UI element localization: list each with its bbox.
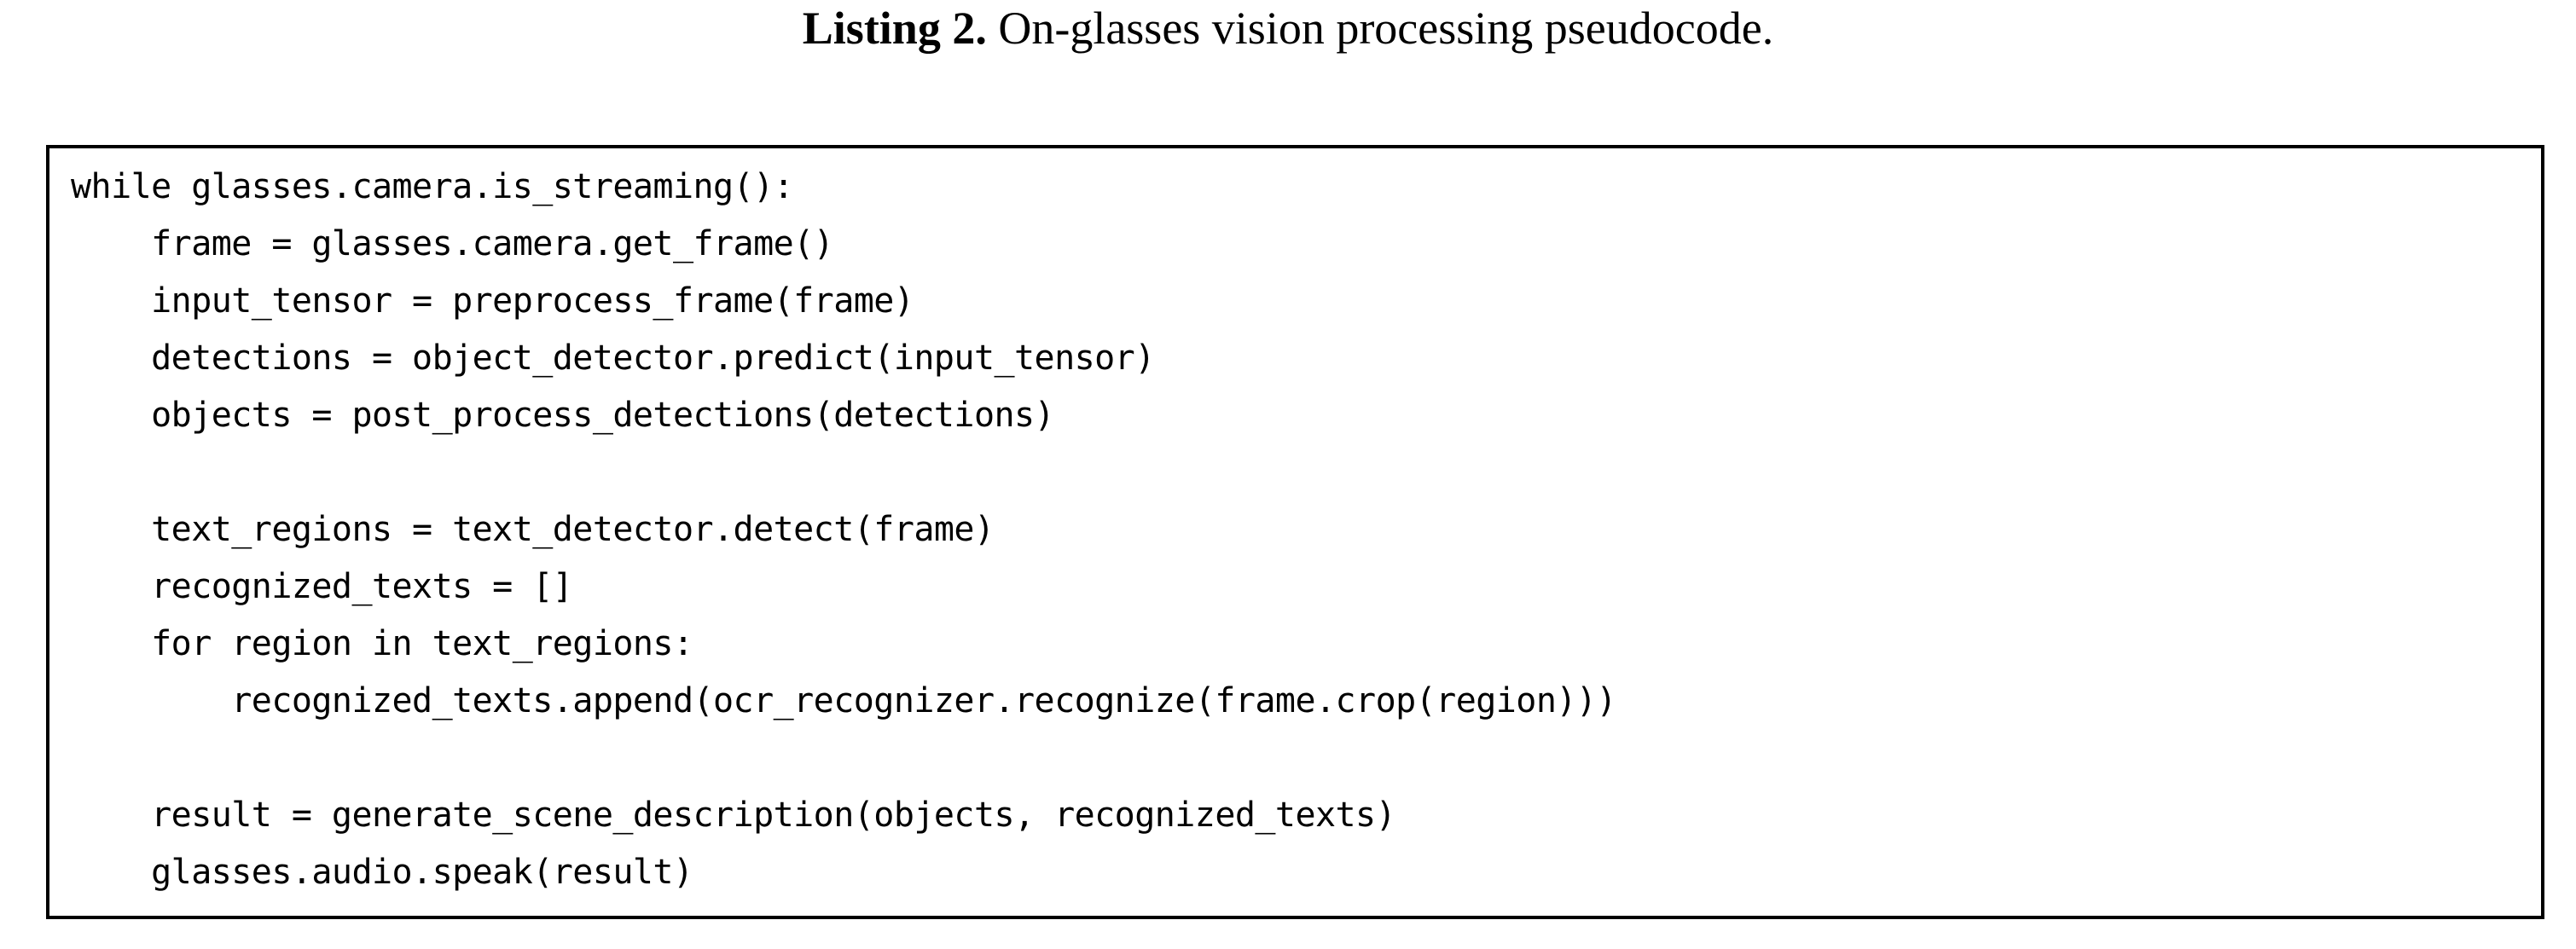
code-line: text_regions = text_detector.detect(fram…	[71, 510, 995, 549]
code-line: frame = glasses.camera.get_frame()	[71, 224, 834, 263]
code-line: recognized_texts = []	[71, 567, 573, 606]
code-line: objects = post_process_detections(detect…	[71, 396, 1055, 435]
code-line-blank	[71, 444, 1616, 501]
code-line: recognized_texts.append(ocr_recognizer.r…	[71, 681, 1616, 720]
code-line: glasses.audio.speak(result)	[71, 853, 693, 892]
code-line: while glasses.camera.is_streaming():	[71, 167, 794, 206]
code-line: result = generate_scene_description(obje…	[71, 796, 1396, 835]
code-listing-frame: while glasses.camera.is_streaming(): fra…	[46, 145, 2544, 919]
listing-caption: Listing 2. On-glasses vision processing …	[0, 0, 2576, 58]
code-line: input_tensor = preprocess_frame(frame)	[71, 281, 914, 321]
code-listing-body: while glasses.camera.is_streaming(): fra…	[71, 159, 1617, 901]
listing-caption-text: On-glasses vision processing pseudocode.	[986, 3, 1774, 54]
code-line: for region in text_regions:	[71, 624, 693, 663]
listing-caption-label: Listing 2.	[802, 3, 987, 54]
code-line-blank	[71, 730, 1616, 787]
code-line: detections = object_detector.predict(inp…	[71, 339, 1155, 378]
